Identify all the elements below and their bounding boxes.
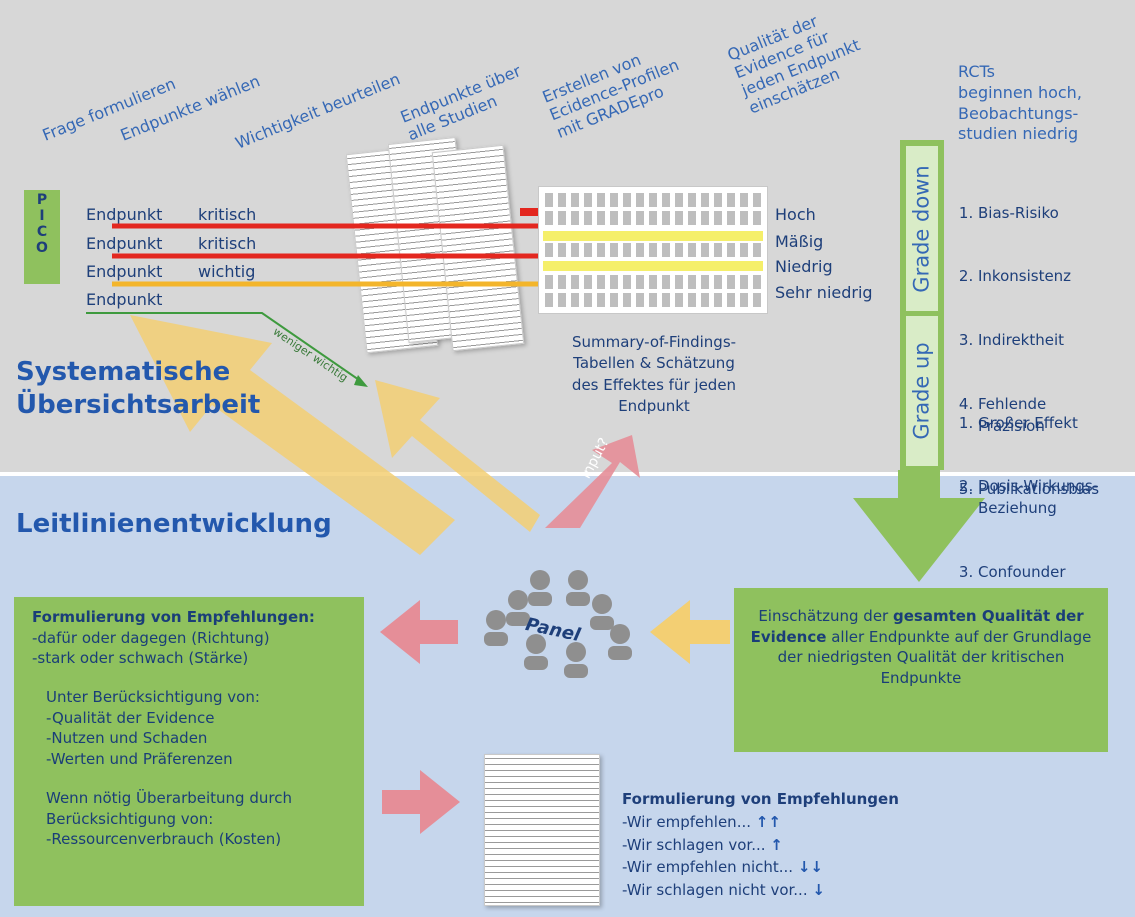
panel-people-icon	[484, 570, 632, 678]
up-up-icon: ↑↑	[755, 812, 781, 831]
phrases-title: Formulierung von Empfehlungen	[622, 790, 899, 808]
sof-highlight-1	[543, 231, 763, 241]
grade-down-item: Bias-Risiko	[978, 203, 1135, 224]
quality-level-sehr-niedrig: Sehr niedrig	[775, 283, 873, 302]
endpoint-2-rating: kritisch	[198, 234, 257, 253]
rct-note: RCTs beginnen hoch, Beobachtungs- studie…	[958, 62, 1082, 144]
input-arrow	[545, 435, 640, 528]
section-systematic-review: Systematische Übersichtsarbeit	[16, 357, 261, 420]
endpoint-4-line	[86, 312, 363, 383]
grade-down-box	[906, 146, 938, 311]
endpoint-4-label: Endpunkt	[86, 290, 163, 309]
up-icon: ↑	[770, 835, 783, 854]
recommend-line: -stark oder schwach (Stärke)	[32, 649, 249, 668]
quality-level-maessig: Mäßig	[775, 232, 824, 251]
down-down-icon: ↓↓	[797, 858, 823, 877]
sof-highlight-2	[543, 261, 763, 271]
consider-item: -Qualität der Evidence	[46, 708, 215, 727]
arrow-panel-to-recommend	[380, 600, 458, 664]
summary-of-findings-table	[538, 186, 768, 314]
arrow-to-guideline-doc	[382, 770, 460, 834]
phrase-text: -Wir empfehlen nicht...	[622, 858, 794, 877]
guideline-document	[484, 754, 600, 906]
phrase-text: -Wir schlagen vor...	[622, 835, 766, 854]
grade-big-arrow	[853, 470, 985, 582]
phrase-item: -Wir empfehlen... ↑↑	[622, 811, 942, 834]
overall-quality-bold: gesamten Qualität der Evidence	[750, 607, 1084, 646]
grade-down-item: Publikationsbias	[978, 479, 1135, 500]
consider-item: -Nutzen und Schaden	[46, 729, 208, 748]
endpoint-3-label: Endpunkt	[86, 262, 163, 281]
endpoint-3-rating: wichtig	[198, 262, 256, 281]
phrase-item: -Wir schlagen nicht vor... ↓	[622, 879, 942, 902]
endpoint-4-arrowhead	[354, 375, 368, 387]
quality-level-hoch: Hoch	[775, 205, 816, 224]
endpoint-1-rating: kritisch	[198, 205, 257, 224]
recommend-line: -dafür oder dagegen (Richtung)	[32, 628, 270, 647]
overall-quality-post: aller Endpunkte auf der Grundlage der ni…	[777, 627, 1092, 688]
consider-item: -Werten und Präferenzen	[46, 750, 233, 769]
grade-up-item: Großer Effekt	[978, 413, 1135, 434]
pico-i: I	[39, 208, 45, 224]
phrase-text: -Wir schlagen nicht vor...	[622, 881, 808, 900]
overall-quality-pre: Einschätzung der	[758, 607, 893, 625]
endpoint-2-label: Endpunkt	[86, 234, 163, 253]
sof-rows-b	[545, 243, 761, 257]
recommendation-phrases: Formulierung von Empfehlungen -Wir empfe…	[622, 788, 942, 902]
consider-title: Unter Berücksichtigung von:	[46, 688, 260, 707]
grade-up-item: Confounder	[978, 562, 1135, 583]
grade-down-item: Fehlende Präzision	[978, 394, 1135, 437]
section-guideline-development: Leitlinienentwicklung	[16, 509, 332, 539]
endpoint-1-label: Endpunkt	[86, 205, 163, 224]
yellow-arrow-to-studies	[375, 380, 540, 532]
yellow-arrow-to-endpoints	[130, 315, 455, 555]
grade-down-label: Grade down	[910, 165, 934, 293]
down-icon: ↓	[812, 881, 825, 900]
sof-rows-a	[545, 211, 761, 225]
recommendation-criteria-box: Formulierung von Empfehlungen: -dafür od…	[14, 597, 364, 906]
arrow-quality-to-panel	[650, 600, 730, 664]
grade-up-box	[906, 316, 938, 466]
sof-caption: Summary-of-Findings- Tabellen & Schätzun…	[571, 333, 737, 415]
grade-down-list: Bias-Risiko Inkonsistenz Indirektheit Fe…	[958, 160, 1135, 543]
pico-o: O	[36, 240, 48, 256]
phrase-text: -Wir empfehlen...	[622, 812, 751, 831]
grade-down-item: Indirektheit	[978, 330, 1135, 351]
grade-up-label: Grade up	[910, 342, 934, 440]
section-divider	[0, 472, 1135, 476]
sof-rows-c	[545, 275, 761, 289]
sof-rows-d	[545, 293, 761, 307]
grade-up-list: Großer Effekt Dosis-Wirkungs- Beziehung …	[958, 370, 1135, 626]
revise-item: -Ressourcenverbrauch (Kosten)	[46, 830, 282, 849]
grade-up-item: Dosis-Wirkungs- Beziehung	[978, 476, 1135, 519]
pico-box: P I C O	[24, 190, 60, 284]
grade-down-item: Inkonsistenz	[978, 266, 1135, 287]
quality-level-niedrig: Niedrig	[775, 257, 833, 276]
phrase-item: -Wir schlagen vor... ↑	[622, 834, 942, 857]
pico-p: P	[36, 192, 48, 208]
recommend-title: Formulierung von Empfehlungen:	[32, 608, 315, 626]
revise-title: Wenn nötig Überarbeitung durch Berücksic…	[46, 788, 292, 828]
phrase-item: -Wir empfehlen nicht... ↓↓	[622, 856, 942, 879]
overall-quality-box: Einschätzung der gesamten Qualität der E…	[734, 588, 1108, 752]
pico-c: C	[36, 224, 48, 240]
sof-header-rows	[545, 193, 761, 207]
